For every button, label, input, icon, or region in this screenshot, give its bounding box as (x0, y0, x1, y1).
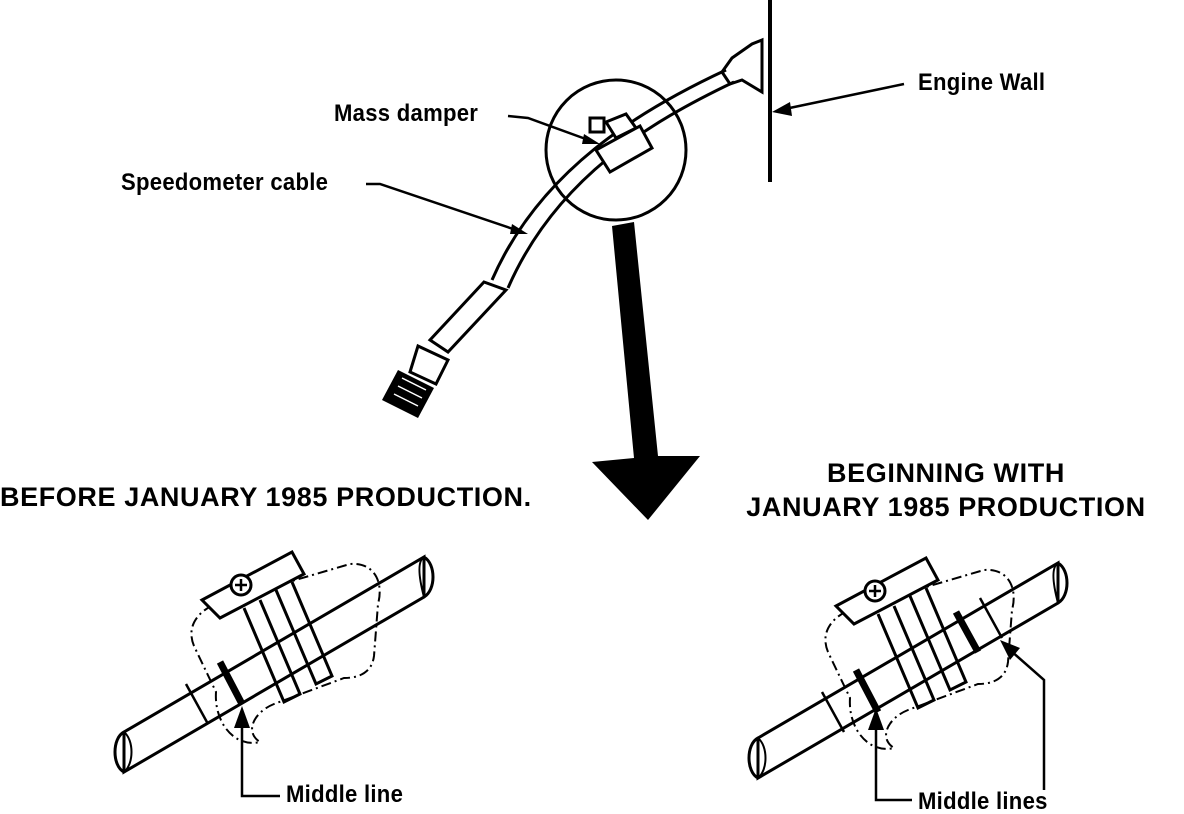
middle-line-label: Middle line (286, 781, 404, 808)
detail-arrow (592, 222, 700, 520)
middle-line-leader (240, 720, 280, 798)
cable-end-collar (408, 343, 451, 386)
mass-damper-shape (588, 112, 655, 175)
middle-lines-label: Middle lines (918, 788, 1048, 814)
middle-lines-leader-left (874, 722, 912, 802)
engine-wall-label: Engine Wall (918, 69, 1046, 96)
mass-damper-label: Mass damper (334, 100, 479, 127)
before-detail-drawing (113, 549, 435, 774)
mass-damper-leader (507, 114, 595, 144)
speedometer-cable-label: Speedometer cable (121, 169, 329, 196)
after-production-heading: BEGINNING WITH JANUARY 1985 PRODUCTION (722, 456, 1170, 524)
after-detail-drawing (747, 555, 1069, 780)
middle-lines-leader-right (1009, 649, 1046, 790)
before-production-heading: BEFORE JANUARY 1985 PRODUCTION. (0, 482, 532, 512)
after-production-heading-line-1: BEGINNING WITH (827, 458, 1065, 488)
detail-circle (544, 78, 688, 222)
engine-wall-leader (779, 82, 905, 112)
cable-sleeve (427, 280, 509, 354)
speedometer-cable-leader (366, 182, 523, 234)
speedometer-cable-upper (490, 68, 727, 281)
cable-grommet (720, 37, 764, 95)
after-production-heading-line-2: JANUARY 1985 PRODUCTION (746, 492, 1146, 522)
cable-knurled-end (382, 370, 434, 418)
